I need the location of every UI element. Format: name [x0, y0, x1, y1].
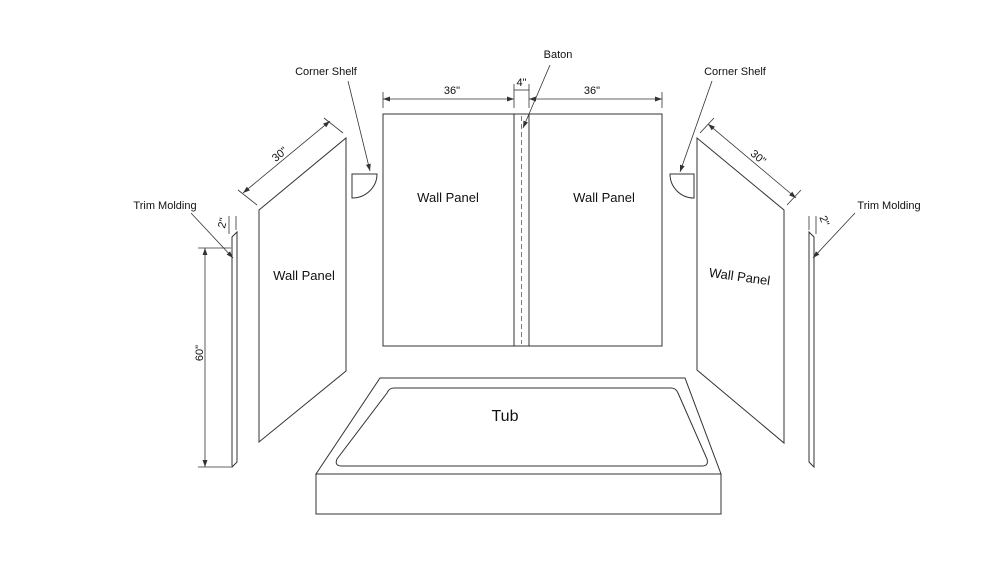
- dim-30-right: 30": [748, 148, 768, 168]
- tub-basin-outline: [335, 387, 708, 467]
- tub-top-rim: [315, 377, 722, 475]
- trim-molding-right-label: Trim Molding: [857, 200, 920, 212]
- baton-callout: Baton: [522, 49, 573, 129]
- dim-2-left: 2": [216, 217, 230, 230]
- trim-molding-right-leader: [812, 212, 856, 259]
- dim-line-30-left: [242, 120, 331, 194]
- wall-panel-right: [696, 136, 785, 445]
- dim-60: 60": [194, 345, 206, 361]
- trim-molding-left-label: Trim Molding: [133, 200, 196, 212]
- trim-molding-right: [808, 230, 815, 469]
- corner-shelf-right-leader: [679, 80, 713, 173]
- left-wall-assembly: Wall Panel 30": [237, 117, 347, 444]
- corner-shelf-left-group: Corner Shelf: [295, 66, 378, 199]
- dim-line-30-right: [707, 123, 797, 199]
- top-dimensions: 36" 4" 36": [382, 77, 663, 108]
- corner-shelf-right-label: Corner Shelf: [704, 66, 767, 78]
- right-trim-assembly: Trim Molding 2": [808, 200, 921, 469]
- baton-label: Baton: [544, 49, 573, 61]
- trim-molding-left: [231, 230, 238, 469]
- corner-shelf-right: [669, 173, 695, 199]
- corner-shelf-left-leader: [347, 80, 371, 172]
- dim-30-left: 30": [270, 145, 290, 165]
- wall-panel-center-left: [382, 113, 515, 347]
- corner-shelf-left-label: Corner Shelf: [295, 66, 358, 78]
- dim-36-right: 36": [584, 85, 600, 97]
- wall-panel-center-right: [528, 113, 663, 347]
- wall-panel-left: [258, 136, 347, 444]
- tub-apron: [315, 473, 722, 515]
- dim-2-right: 2": [816, 214, 831, 228]
- corner-shelf-left: [351, 173, 378, 199]
- left-trim-assembly: Trim Molding 2" 60": [133, 200, 238, 469]
- baton-leader: [522, 64, 551, 129]
- wall-panel-center-right-label: Wall Panel: [573, 190, 635, 205]
- tub-label: Tub: [492, 408, 519, 425]
- dim-4: 4": [516, 77, 526, 89]
- tub-assembly: Tub: [315, 377, 722, 515]
- corner-shelf-right-group: Corner Shelf: [669, 66, 767, 199]
- right-wall-assembly: Wall Panel 30": [696, 117, 802, 445]
- center-wall-assembly: Wall Panel Wall Panel: [382, 113, 663, 347]
- wall-panel-center-left-label: Wall Panel: [417, 190, 479, 205]
- wall-panel-left-label: Wall Panel: [273, 268, 335, 283]
- trim-molding-left-leader: [190, 212, 234, 259]
- dim-36-left: 36": [444, 85, 460, 97]
